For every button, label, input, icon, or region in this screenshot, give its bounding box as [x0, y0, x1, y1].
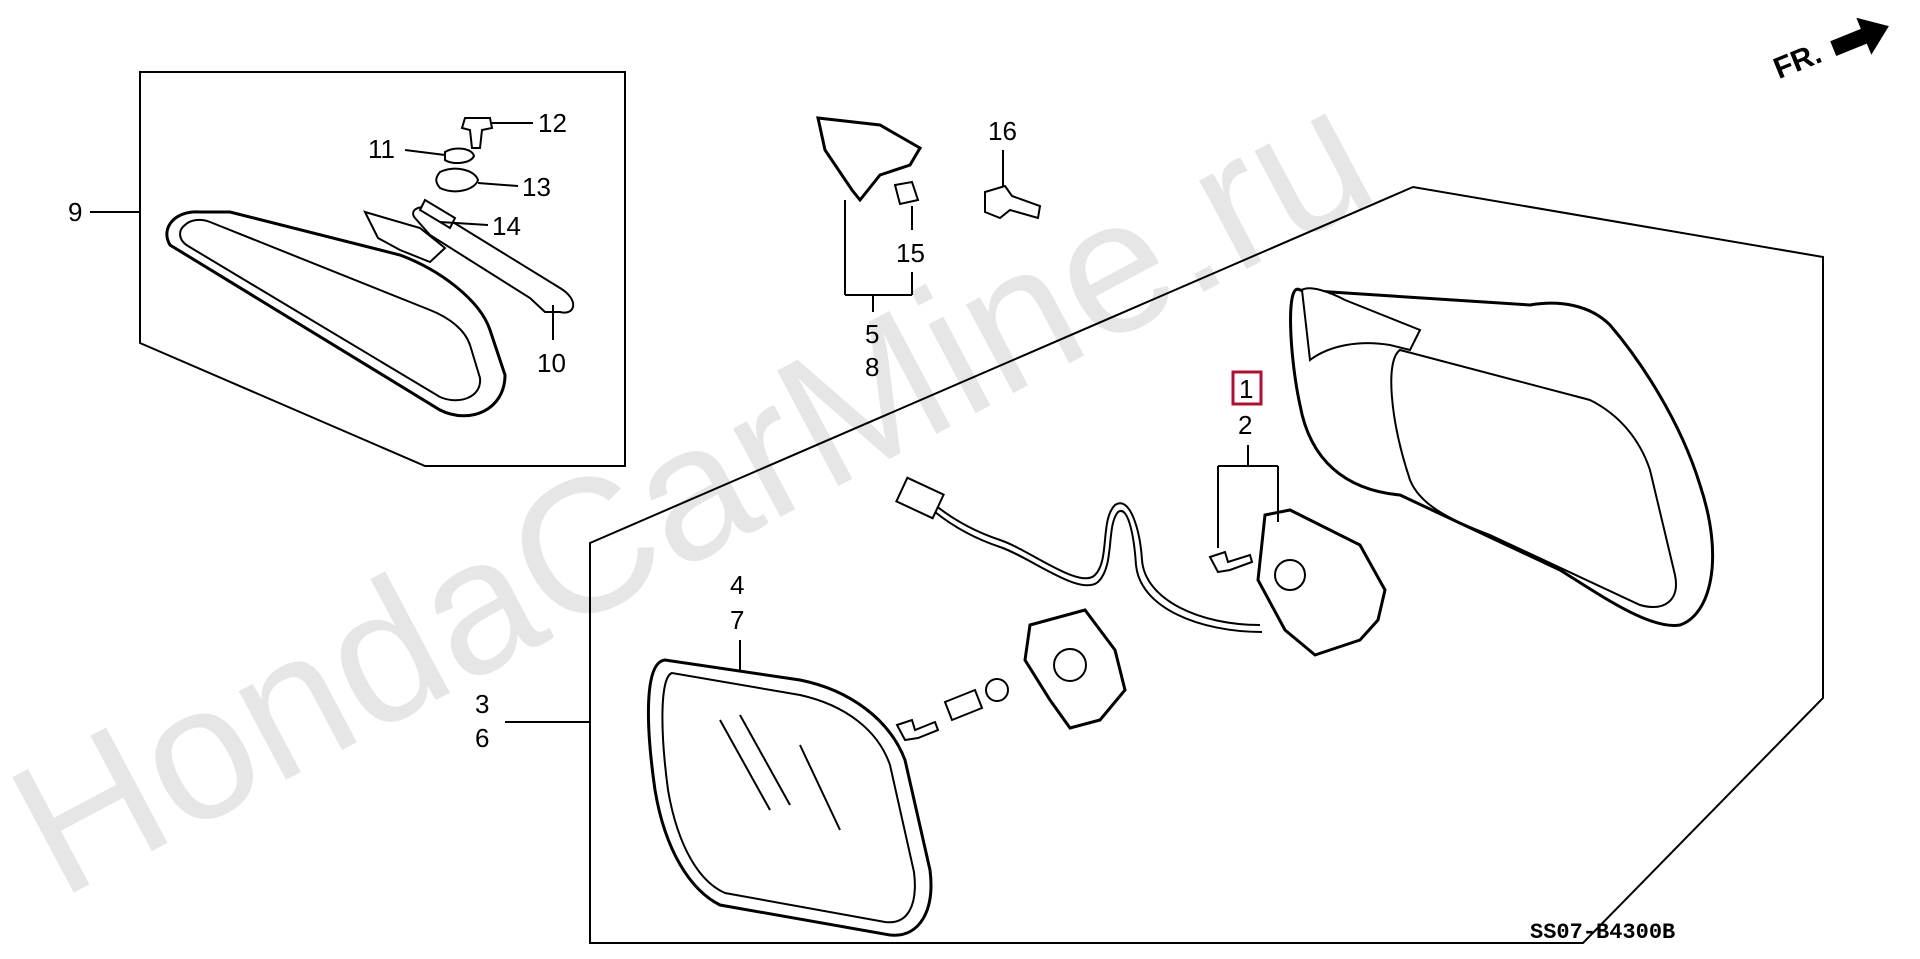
- pivot-screw: [895, 718, 940, 742]
- callout-7: 7: [730, 605, 744, 635]
- glass-glint-3: [799, 744, 841, 831]
- harness-connector: [895, 476, 945, 520]
- callout-11: 11: [368, 134, 395, 164]
- callout-1: 1: [1239, 374, 1253, 404]
- inner-mirror-group: 9 11 12 13 14 10: [68, 71, 626, 467]
- actuator-pivot: [1274, 559, 1306, 591]
- callout-10: 10: [537, 348, 566, 378]
- glass-glint-2: [739, 714, 791, 806]
- callout-8: 8: [865, 352, 879, 382]
- mirror-base-cover: [816, 116, 923, 203]
- callout-13: 13: [522, 172, 551, 202]
- door-mirror-group: 1 2 4 7 3 6: [475, 185, 1824, 944]
- callout-2: 2: [1238, 410, 1252, 440]
- leader-13: [477, 182, 519, 187]
- door-mirror-frame: [589, 185, 1824, 944]
- mirror-base-mount: [1300, 287, 1422, 362]
- callout-5: 5: [865, 319, 879, 349]
- mirror-washer: [444, 147, 476, 165]
- inner-mirror-frame: [139, 71, 626, 467]
- mirror-housing-inner: [1390, 348, 1677, 608]
- glass-glint-1: [719, 719, 771, 811]
- callout-12: 12: [538, 108, 567, 138]
- leader-11: [404, 149, 446, 156]
- actuator-screw: [1208, 550, 1254, 574]
- callout-16: 16: [988, 116, 1017, 146]
- callout-15: 15: [896, 238, 925, 268]
- inner-mirror-glass: [179, 218, 482, 402]
- callout-3: 3: [475, 689, 489, 719]
- mirror-harness-wire: [934, 502, 1261, 626]
- callout-14: 14: [492, 211, 521, 241]
- holder-plate-center: [1053, 648, 1087, 682]
- cover-clip-15: [893, 180, 920, 206]
- front-label: FR.: [1769, 37, 1826, 86]
- callout-4: 4: [730, 570, 744, 600]
- front-direction-indicator: FR.: [1769, 17, 1889, 86]
- mirror-actuator: [1256, 508, 1387, 657]
- front-arrow-icon: [1830, 17, 1889, 57]
- callout-6: 6: [475, 723, 489, 753]
- callout-1-highlight: [1231, 370, 1263, 406]
- leader-14: [439, 221, 489, 226]
- door-mirror-glass-inner: [661, 671, 916, 924]
- mirror-stay-bracket: [363, 210, 447, 264]
- mirror-screw: [460, 117, 494, 149]
- pivot-spring: [943, 688, 984, 722]
- mirror-clip: [418, 198, 457, 230]
- pivot-cap: [985, 678, 1009, 702]
- mirror-spring: [435, 167, 480, 193]
- mirror-harness-wire-2: [934, 509, 1263, 633]
- mirror-bolt-16: [984, 184, 1042, 220]
- diagram-code: SS07-B4300B: [1530, 920, 1675, 945]
- callout-9: 9: [68, 197, 82, 227]
- mirror-cover-parts: 15 5 8 16: [816, 116, 1042, 382]
- mirror-cover: [412, 206, 575, 314]
